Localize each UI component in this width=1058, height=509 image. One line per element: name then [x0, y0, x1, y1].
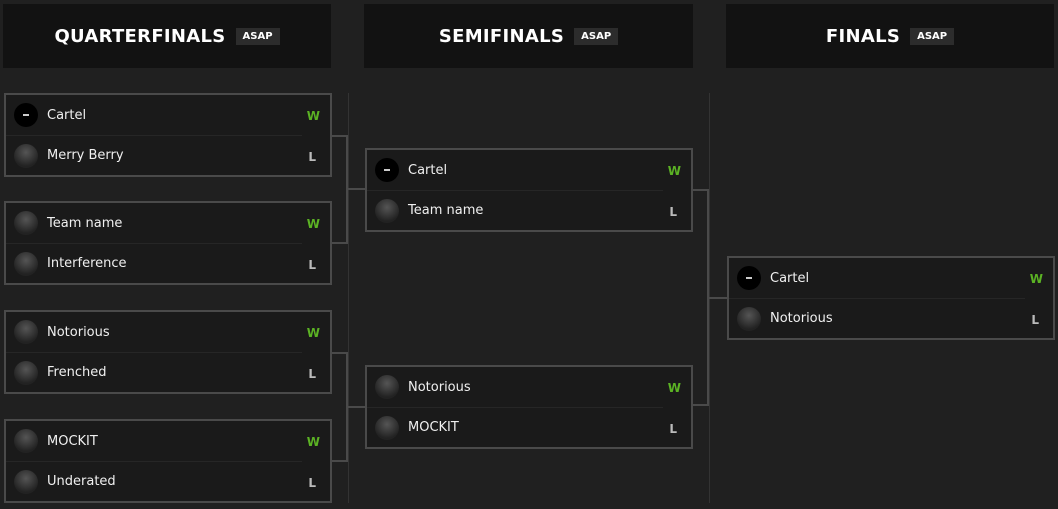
result-badge: L	[1031, 313, 1039, 327]
team-row[interactable]: Team name W	[6, 203, 330, 243]
round-title: FINALS	[825, 25, 901, 47]
result-badge: L	[669, 205, 677, 219]
match-card[interactable]: Notorious W MOCKIT L	[365, 365, 693, 449]
team-row[interactable]: Frenched L	[6, 352, 316, 392]
result-badge: W	[667, 381, 681, 395]
header-finals: FINALS ASAP	[726, 4, 1054, 68]
match-card[interactable]: Team name W Interference L	[4, 201, 332, 285]
round-title: QUARTERFINALS	[54, 25, 226, 47]
connector	[707, 297, 727, 299]
connector	[346, 406, 366, 408]
result-badge: W	[306, 435, 320, 449]
team-logo-icon	[737, 266, 761, 290]
team-logo-icon	[14, 103, 38, 127]
team-name: MOCKIT	[408, 420, 459, 435]
team-logo-icon	[14, 469, 38, 494]
team-name: Interference	[47, 256, 127, 271]
team-row[interactable]: Underated L	[6, 461, 316, 501]
match-card[interactable]: Cartel W Team name L	[365, 148, 693, 232]
team-name: Merry Berry	[47, 148, 124, 163]
header-quarterfinals: QUARTERFINALS ASAP	[3, 4, 331, 68]
team-logo-icon	[737, 306, 761, 331]
match-card[interactable]: MOCKIT W Underated L	[4, 419, 332, 503]
team-name: Frenched	[47, 365, 107, 380]
connector	[346, 188, 366, 190]
team-logo-icon	[375, 158, 399, 182]
team-logo-icon	[14, 320, 38, 344]
connector	[331, 352, 348, 354]
round-badge: ASAP	[574, 27, 619, 45]
round-badge: ASAP	[910, 27, 955, 45]
connector	[331, 135, 348, 137]
team-name: Underated	[47, 474, 116, 489]
team-row[interactable]: Merry Berry L	[6, 135, 316, 175]
team-row[interactable]: Interference L	[6, 243, 316, 283]
team-name: Team name	[408, 203, 484, 218]
team-logo-icon	[375, 415, 399, 440]
result-badge: L	[308, 476, 316, 490]
team-name: Notorious	[47, 324, 110, 340]
team-logo-icon	[14, 360, 38, 385]
team-row[interactable]: Cartel W	[6, 95, 330, 135]
column-divider	[348, 93, 349, 503]
team-name: Cartel	[47, 107, 87, 123]
team-logo-icon	[14, 429, 38, 453]
connector	[331, 242, 348, 244]
round-title: SEMIFINALS	[438, 25, 565, 47]
team-logo-icon	[14, 143, 38, 168]
team-logo-icon	[14, 251, 38, 276]
connector	[331, 460, 348, 462]
team-name: Cartel	[770, 270, 810, 286]
team-logo-icon	[375, 375, 399, 399]
connector	[692, 189, 709, 191]
team-row[interactable]: Team name L	[367, 190, 677, 230]
result-badge: W	[667, 164, 681, 178]
team-logo-icon	[375, 198, 399, 223]
team-row[interactable]: MOCKIT W	[6, 421, 330, 461]
team-name: Notorious	[770, 311, 833, 326]
match-card[interactable]: Cartel W Notorious L	[727, 256, 1055, 340]
team-name: MOCKIT	[47, 433, 98, 449]
match-card[interactable]: Notorious W Frenched L	[4, 310, 332, 394]
result-badge: W	[306, 326, 320, 340]
result-badge: L	[308, 258, 316, 272]
header-semifinals: SEMIFINALS ASAP	[364, 4, 693, 68]
connector	[692, 404, 709, 406]
team-name: Notorious	[408, 379, 471, 395]
team-row[interactable]: Notorious L	[729, 298, 1039, 338]
team-name: Cartel	[408, 162, 448, 178]
result-badge: W	[1029, 272, 1043, 286]
team-row[interactable]: Cartel W	[367, 150, 691, 190]
team-logo-icon	[14, 211, 38, 235]
team-name: Team name	[47, 215, 123, 231]
team-row[interactable]: MOCKIT L	[367, 407, 677, 447]
result-badge: W	[306, 217, 320, 231]
team-row[interactable]: Notorious W	[367, 367, 691, 407]
result-badge: W	[306, 109, 320, 123]
team-row[interactable]: Notorious W	[6, 312, 330, 352]
result-badge: L	[308, 367, 316, 381]
match-card[interactable]: Cartel W Merry Berry L	[4, 93, 332, 177]
team-row[interactable]: Cartel W	[729, 258, 1053, 298]
result-badge: L	[669, 422, 677, 436]
result-badge: L	[308, 150, 316, 164]
round-badge: ASAP	[235, 27, 280, 45]
